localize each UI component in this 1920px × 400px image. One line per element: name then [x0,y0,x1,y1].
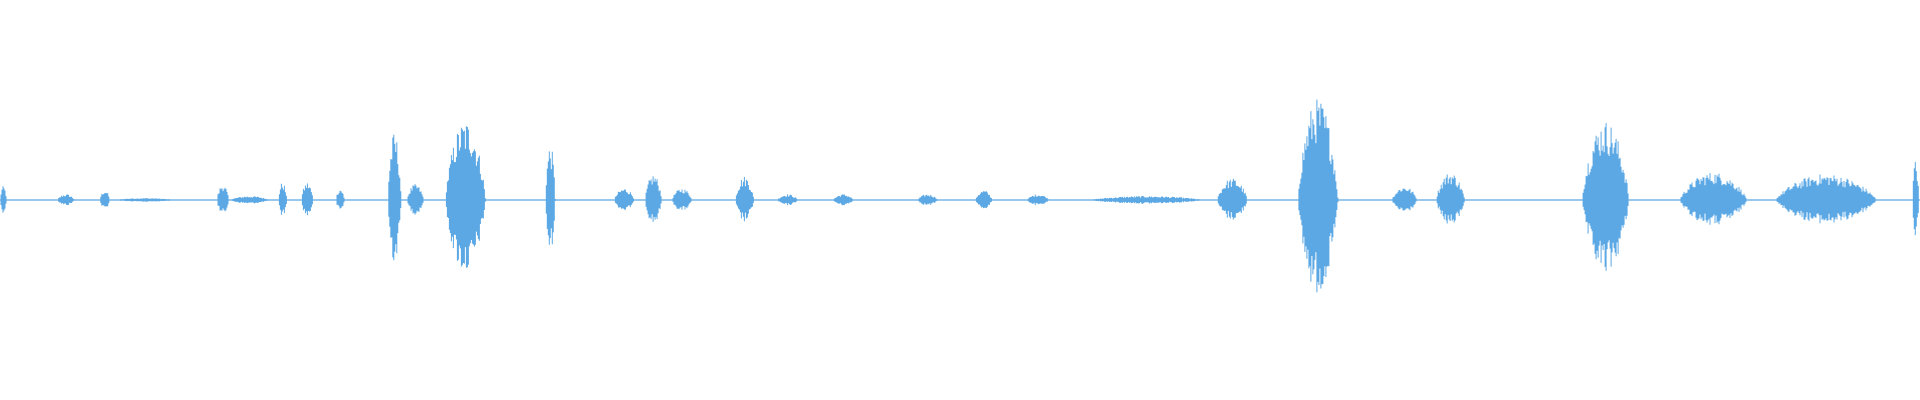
waveform-segment [301,183,313,216]
waveform-segment [278,183,287,215]
waveform-segment [545,151,556,245]
waveform-segment [672,189,693,210]
waveform-segment [1582,123,1629,271]
waveform-segment [778,194,799,206]
waveform-segment [445,126,486,268]
waveform-segment [1912,161,1919,236]
waveform-segment [388,134,402,261]
waveform-segment [217,187,229,212]
waveform-segment [1217,178,1248,220]
waveform-segment [1091,196,1203,204]
waveform-segment [0,186,7,213]
waveform-peaks [0,99,1919,293]
waveform-segment [735,176,754,222]
waveform-segment [1027,194,1049,206]
waveform-segment [833,194,854,206]
waveform-segment [918,194,939,205]
waveform-segment [407,184,424,215]
waveform-segment [336,190,345,209]
waveform-segment [645,176,662,222]
waveform-segment [1436,174,1465,224]
waveform-segment [975,191,992,209]
waveform-segment [1298,99,1339,293]
waveform-segment [1680,173,1747,225]
waveform-segment [115,198,174,202]
waveform-segment [614,189,635,210]
waveform-segment [230,196,269,204]
waveform-segment [100,193,111,207]
waveform-segment [1776,174,1877,224]
waveform-segment [1392,188,1418,211]
waveform-segment [58,194,75,205]
